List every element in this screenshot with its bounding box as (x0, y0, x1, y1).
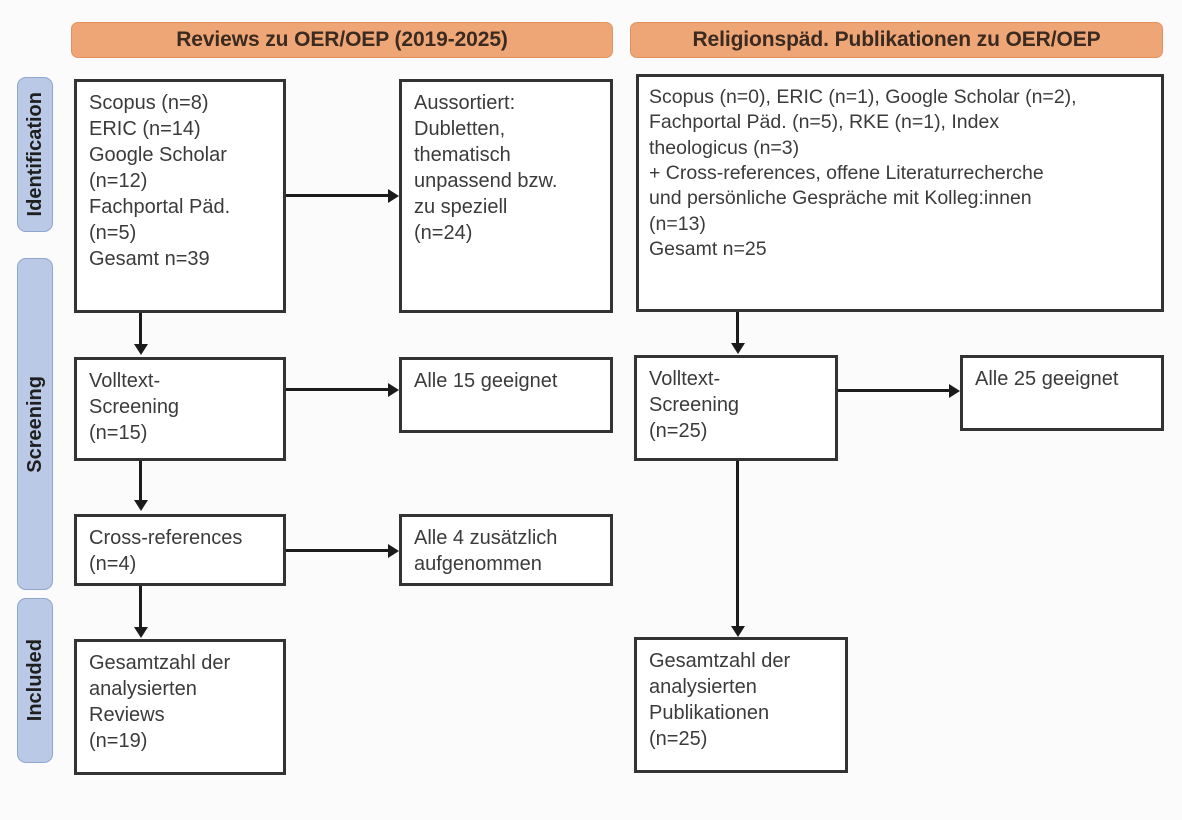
box-left-cross-result: Alle 4 zusätzlich aufgenommen (399, 514, 613, 586)
column-header-left: Reviews zu OER/OEP (2019-2025) (71, 22, 613, 58)
arrowhead-left-sources-to-screening (134, 344, 148, 355)
column-header-right: Religionspäd. Publikationen zu OER/OEP (630, 22, 1163, 58)
box-left-fulltext-screening: Volltext- Screening (n=15) (74, 357, 286, 461)
box-left-included-total: Gesamtzahl der analysierten Reviews (n=1… (74, 639, 286, 775)
connector-right-screening-to-result (838, 389, 950, 392)
arrowhead-left-screening-to-crossref (134, 500, 148, 511)
phase-label-identification-text: Identification (23, 92, 46, 217)
phase-label-screening: Screening (17, 258, 53, 590)
arrowhead-right-sources-to-screening (731, 343, 745, 354)
phase-label-included-text: Included (23, 639, 46, 722)
arrowhead-left-screening-to-result (388, 383, 399, 397)
connector-left-crossref-to-included (139, 586, 142, 628)
column-header-left-text: Reviews zu OER/OEP (2019-2025) (176, 28, 508, 51)
box-left-excluded: Aussortiert: Dubletten, thematisch unpas… (399, 79, 613, 313)
arrowhead-left-sources-to-excluded (388, 189, 399, 203)
box-left-cross-references: Cross-references (n=4) (74, 514, 286, 586)
column-header-right-text: Religionspäd. Publikationen zu OER/OEP (692, 28, 1101, 51)
box-right-fulltext-screening: Volltext- Screening (n=25) (634, 355, 838, 461)
arrowhead-left-crossref-to-result (388, 544, 399, 558)
phase-label-screening-text: Screening (23, 375, 46, 473)
arrowhead-right-screening-to-included (731, 626, 745, 637)
connector-right-screening-to-included (736, 461, 739, 627)
arrowhead-right-screening-to-result (949, 384, 960, 398)
connector-left-crossref-to-result (286, 549, 389, 552)
connector-left-screening-to-result (286, 388, 389, 391)
box-left-fulltext-result: Alle 15 geeignet (399, 357, 613, 433)
box-right-included-total: Gesamtzahl der analysierten Publikatione… (634, 637, 848, 773)
phase-label-identification: Identification (17, 77, 53, 232)
box-left-sources: Scopus (n=8) ERIC (n=14) Google Scholar … (74, 79, 286, 313)
box-right-fulltext-result: Alle 25 geeignet (960, 355, 1164, 431)
connector-right-sources-to-screening (736, 312, 739, 344)
connector-left-screening-to-crossref (139, 461, 142, 501)
connector-left-sources-to-excluded (286, 194, 389, 197)
phase-label-included: Included (17, 598, 53, 763)
connector-left-sources-to-screening (139, 313, 142, 345)
arrowhead-left-crossref-to-included (134, 627, 148, 638)
box-right-sources: Scopus (n=0), ERIC (n=1), Google Scholar… (636, 74, 1164, 312)
